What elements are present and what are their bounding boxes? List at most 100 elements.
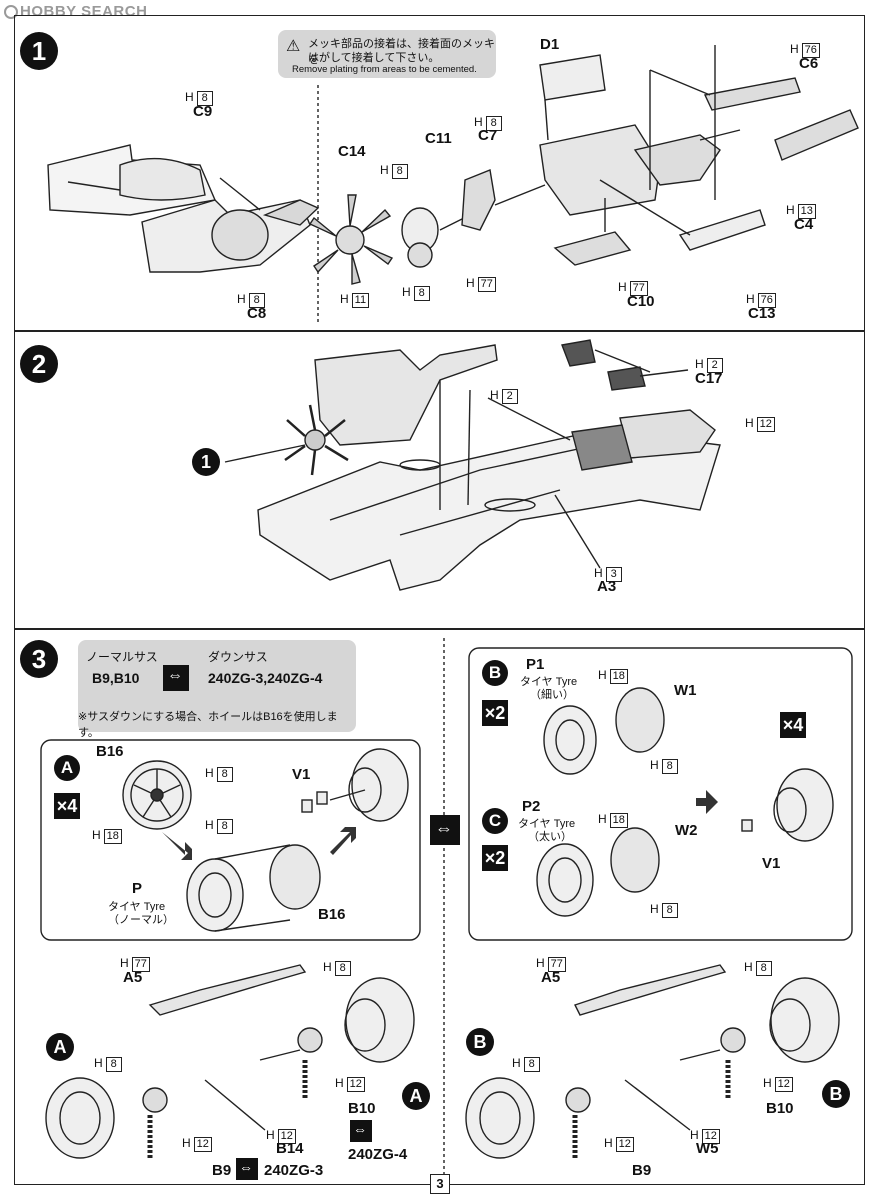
warning-en: Remove plating from areas to be cemented… <box>292 64 477 75</box>
label-240zg4: 240ZG-4 <box>348 1146 408 1163</box>
label-b10-right: B10 <box>766 1100 794 1117</box>
step2-panel <box>14 331 865 629</box>
label-c14: C14 <box>338 143 366 160</box>
wheel-b16-illustration <box>122 760 192 830</box>
box-bc-multiplier: ×4 <box>780 712 806 738</box>
label-w5: W5 <box>696 1140 719 1157</box>
transmission-c8-illustration <box>141 177 320 273</box>
tyre-p1-illustration <box>543 687 665 775</box>
manifold-c6-illustration <box>703 77 801 111</box>
plating-warning: ⚠ メッキ部品の接着は、接着面のメッキを はがして接着して下さい。 Remove… <box>278 30 496 78</box>
chassis-illustration <box>257 429 721 591</box>
label-v1-bc: V1 <box>762 855 781 872</box>
cover-c7-illustration <box>461 169 546 231</box>
box-a-tag: A <box>54 755 80 781</box>
transmission-c9-illustration <box>47 144 216 216</box>
label-a5-left: A5 <box>123 969 143 986</box>
label-c9: C9 <box>193 103 213 120</box>
box-b-tag: B <box>482 660 508 686</box>
air-cleaner-c4-illustration <box>774 109 859 161</box>
assembly-b-tag-2: B <box>822 1080 850 1108</box>
arrow-up-icon-a <box>330 827 356 855</box>
assembly-a-tag-1: A <box>46 1033 74 1061</box>
label-v1-a: V1 <box>292 766 311 783</box>
warning-icon: ⚠ <box>286 38 301 55</box>
label-c10: C10 <box>627 293 655 310</box>
tyre-kind-a: （ノーマル） <box>108 914 174 926</box>
step1-panel <box>14 15 865 331</box>
assembly-b-tag-1: B <box>466 1028 494 1056</box>
pulley-c11-illustration <box>401 207 471 268</box>
label-b16: B16 <box>96 743 124 760</box>
normal-parts: B9,B10 <box>92 670 140 686</box>
engine-ref-marker: 1 <box>192 448 220 476</box>
wheel-v1-bc-illustration <box>696 768 834 842</box>
fan-c14-illustration <box>308 194 394 285</box>
tyre-label-b: タイヤ Tyre <box>520 676 578 688</box>
swap-icon-center: ⇔ <box>430 815 460 845</box>
box-a-multiplier: ×4 <box>54 793 80 819</box>
label-b14: B14 <box>276 1140 304 1157</box>
label-a5-right: A5 <box>541 969 561 986</box>
oil-pan-c10-illustration <box>553 231 632 266</box>
box-a-frame <box>40 739 421 941</box>
box-b-multiplier: ×2 <box>482 700 508 726</box>
suspension-right-illustration <box>465 964 840 1160</box>
box-c-tag: C <box>482 808 508 834</box>
assembly-a-tag-2: A <box>402 1082 430 1110</box>
tyre-kind-c: （太い） <box>528 831 572 843</box>
label-b10-left: B10 <box>348 1100 376 1117</box>
tyre-p2-illustration <box>536 827 660 917</box>
label-b16-bottom: B16 <box>318 906 346 923</box>
fuel-tank-illustration <box>487 339 716 569</box>
tyre-p-illustration <box>186 844 321 932</box>
engine-assembly-illustration <box>224 344 498 510</box>
label-c13: C13 <box>748 305 776 322</box>
label-w1: W1 <box>674 682 697 699</box>
label-w2: W2 <box>675 822 698 839</box>
step-2-marker: 2 <box>20 345 58 383</box>
label-p: P <box>132 880 143 897</box>
label-c11: C11 <box>425 130 452 147</box>
suspension-options: ノーマルサス ダウンサス B9,B10 ⇔ 240ZG-3,240ZG-4 ※サ… <box>78 640 356 739</box>
label-p1: P1 <box>526 656 545 673</box>
box-bc-frame <box>468 647 853 941</box>
label-p2: P2 <box>522 798 541 815</box>
label-c4: C4 <box>794 216 814 233</box>
warning-jp-line1: メッキ部品の接着は、接着面のメッキを <box>308 38 495 66</box>
tyre-label-a: タイヤ Tyre <box>108 901 166 913</box>
normal-susp-label: ノーマルサス <box>86 650 158 664</box>
wheel-v1-illustration <box>301 748 409 822</box>
swap-icon: ⇔ <box>163 665 189 691</box>
wheel-note: ※サスダウンにする場合、ホイールはB16を使用します。 <box>78 711 338 739</box>
label-240zg3: 240ZG-3 <box>264 1162 324 1179</box>
manifold-c13-illustration <box>678 209 766 251</box>
arrow-down-icon-a <box>162 832 192 860</box>
